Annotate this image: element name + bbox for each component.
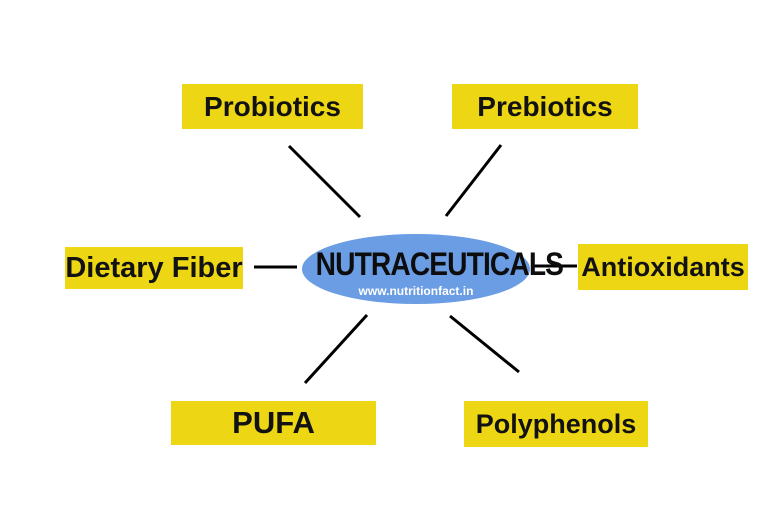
center-topic-title: NUTRACEUTICALS [315,246,564,282]
node-antioxidants-label: Antioxidants [581,251,745,282]
node-pufa: PUFA [171,401,376,445]
connector-prebiotics [444,144,503,217]
node-polyphenols: Polyphenols [464,401,648,447]
node-dietary-fiber: Dietary Fiber [65,247,243,289]
node-probiotics-label: Probiotics [204,90,341,122]
node-pufa-label: PUFA [232,405,315,440]
node-antioxidants: Antioxidants [578,244,748,290]
center-topic-subtitle: www.nutritionfact.in [358,284,474,298]
node-dietary-fiber-label: Dietary Fiber [65,251,243,284]
node-polyphenols-label: Polyphenols [475,408,637,439]
connector-polyphenols [449,314,520,374]
connector-probiotics [287,144,362,219]
connector-pufa [303,313,369,385]
node-prebiotics: Prebiotics [452,84,638,129]
center-ellipse [302,234,530,304]
node-prebiotics-label: Prebiotics [477,90,613,122]
node-probiotics: Probiotics [182,84,363,129]
